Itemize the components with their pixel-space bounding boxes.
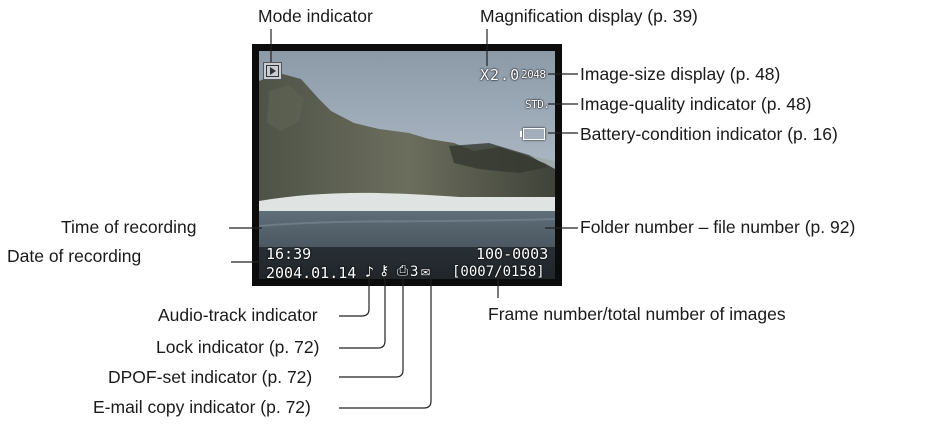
- email-envelope-icon: ✉: [421, 262, 431, 280]
- label-lock-indicator: Lock indicator (p. 72): [156, 337, 320, 357]
- label-email-copy-indicator: E-mail copy indicator (p. 72): [93, 397, 311, 417]
- time-readout: 16:39: [266, 245, 312, 263]
- label-image-size-display: Image-size display (p. 48): [580, 64, 781, 84]
- label-audio-track-indicator: Audio-track indicator: [158, 305, 318, 325]
- landscape-photo: [259, 51, 555, 279]
- date-readout: 2004.01.14: [266, 264, 357, 282]
- label-image-quality-indicator: Image-quality indicator (p. 48): [580, 94, 812, 114]
- dpof-count: 3: [410, 264, 419, 280]
- dpof-print-icon: ⎙: [397, 263, 409, 279]
- image-quality-readout: STD.: [525, 98, 550, 111]
- label-frame-number: Frame number/total number of images: [488, 304, 786, 324]
- magnification-readout: X2.0: [480, 66, 521, 84]
- battery-icon: [520, 128, 545, 140]
- lock-key-icon: ⚷: [379, 263, 390, 279]
- label-folder-file-number: Folder number – file number (p. 92): [580, 217, 856, 237]
- play-mode-icon: [263, 62, 282, 80]
- label-mode-indicator: Mode indicator: [258, 6, 373, 26]
- frame-counter-readout: [0007/0158]: [452, 264, 545, 280]
- label-time-of-recording: Time of recording: [61, 217, 197, 237]
- label-date-of-recording: Date of recording: [7, 246, 142, 266]
- label-magnification-display: Magnification display (p. 39): [480, 6, 698, 26]
- label-battery-condition-indicator: Battery-condition indicator (p. 16): [580, 124, 838, 144]
- label-dpof-set-indicator: DPOF-set indicator (p. 72): [108, 367, 313, 387]
- image-size-readout: 2048: [521, 68, 546, 81]
- folder-file-readout: 100-0003: [476, 245, 549, 263]
- audio-track-icon: ♪: [365, 263, 375, 281]
